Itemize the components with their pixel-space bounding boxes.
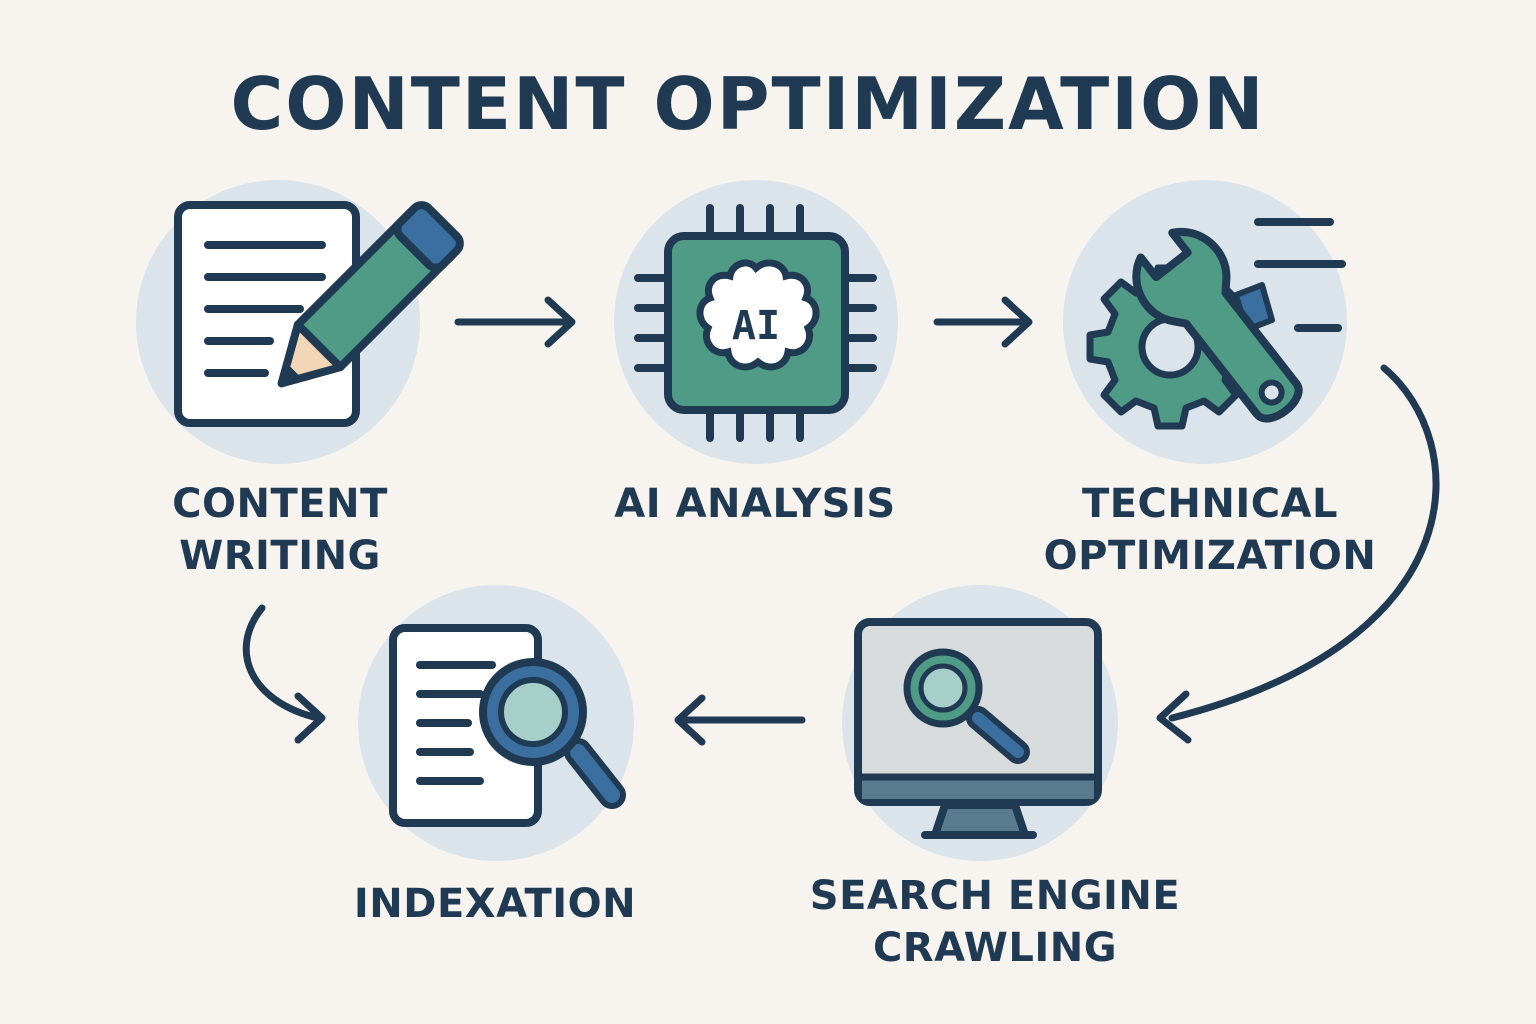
document-pencil-icon — [174, 201, 464, 427]
document-magnifier-icon — [389, 624, 626, 827]
step-label-ai-analysis: AI ANALYSIS — [600, 478, 910, 530]
step-label-indexation: INDEXATION — [330, 878, 660, 930]
monitor-magnifier-icon — [854, 618, 1102, 839]
step-label-line: AI ANALYSIS — [614, 481, 896, 527]
flow-arrow-ai-to-technical — [933, 296, 1033, 348]
step-label-line: TECHNICAL — [1081, 481, 1339, 527]
flow-arrow-writing-to-indexation — [242, 604, 326, 744]
step-label-line: CRAWLING — [872, 925, 1118, 971]
step-label-technical-optimization: TECHNICAL OPTIMIZATION — [1030, 478, 1390, 582]
page-title: CONTENT OPTIMIZATION — [230, 62, 1266, 146]
step-label-line: SEARCH ENGINE — [809, 873, 1181, 919]
step-label-line: CONTENT — [172, 481, 388, 527]
step-label-content-writing: CONTENT WRITING — [130, 478, 430, 582]
step-label-line: WRITING — [179, 533, 381, 579]
flow-arrow-technical-to-crawling — [1156, 364, 1440, 744]
flow-arrow-writing-to-ai — [454, 296, 576, 348]
ai-chip-text: AI — [732, 303, 780, 349]
ai-chip-icon — [634, 204, 877, 442]
step-label-search-engine-crawling: SEARCH ENGINE CRAWLING — [790, 870, 1200, 974]
step-label-line: INDEXATION — [353, 881, 637, 927]
step-label-line: OPTIMIZATION — [1043, 533, 1377, 579]
gear-wrench-icon — [1086, 218, 1346, 430]
flow-arrow-crawling-to-indexation — [674, 694, 806, 746]
